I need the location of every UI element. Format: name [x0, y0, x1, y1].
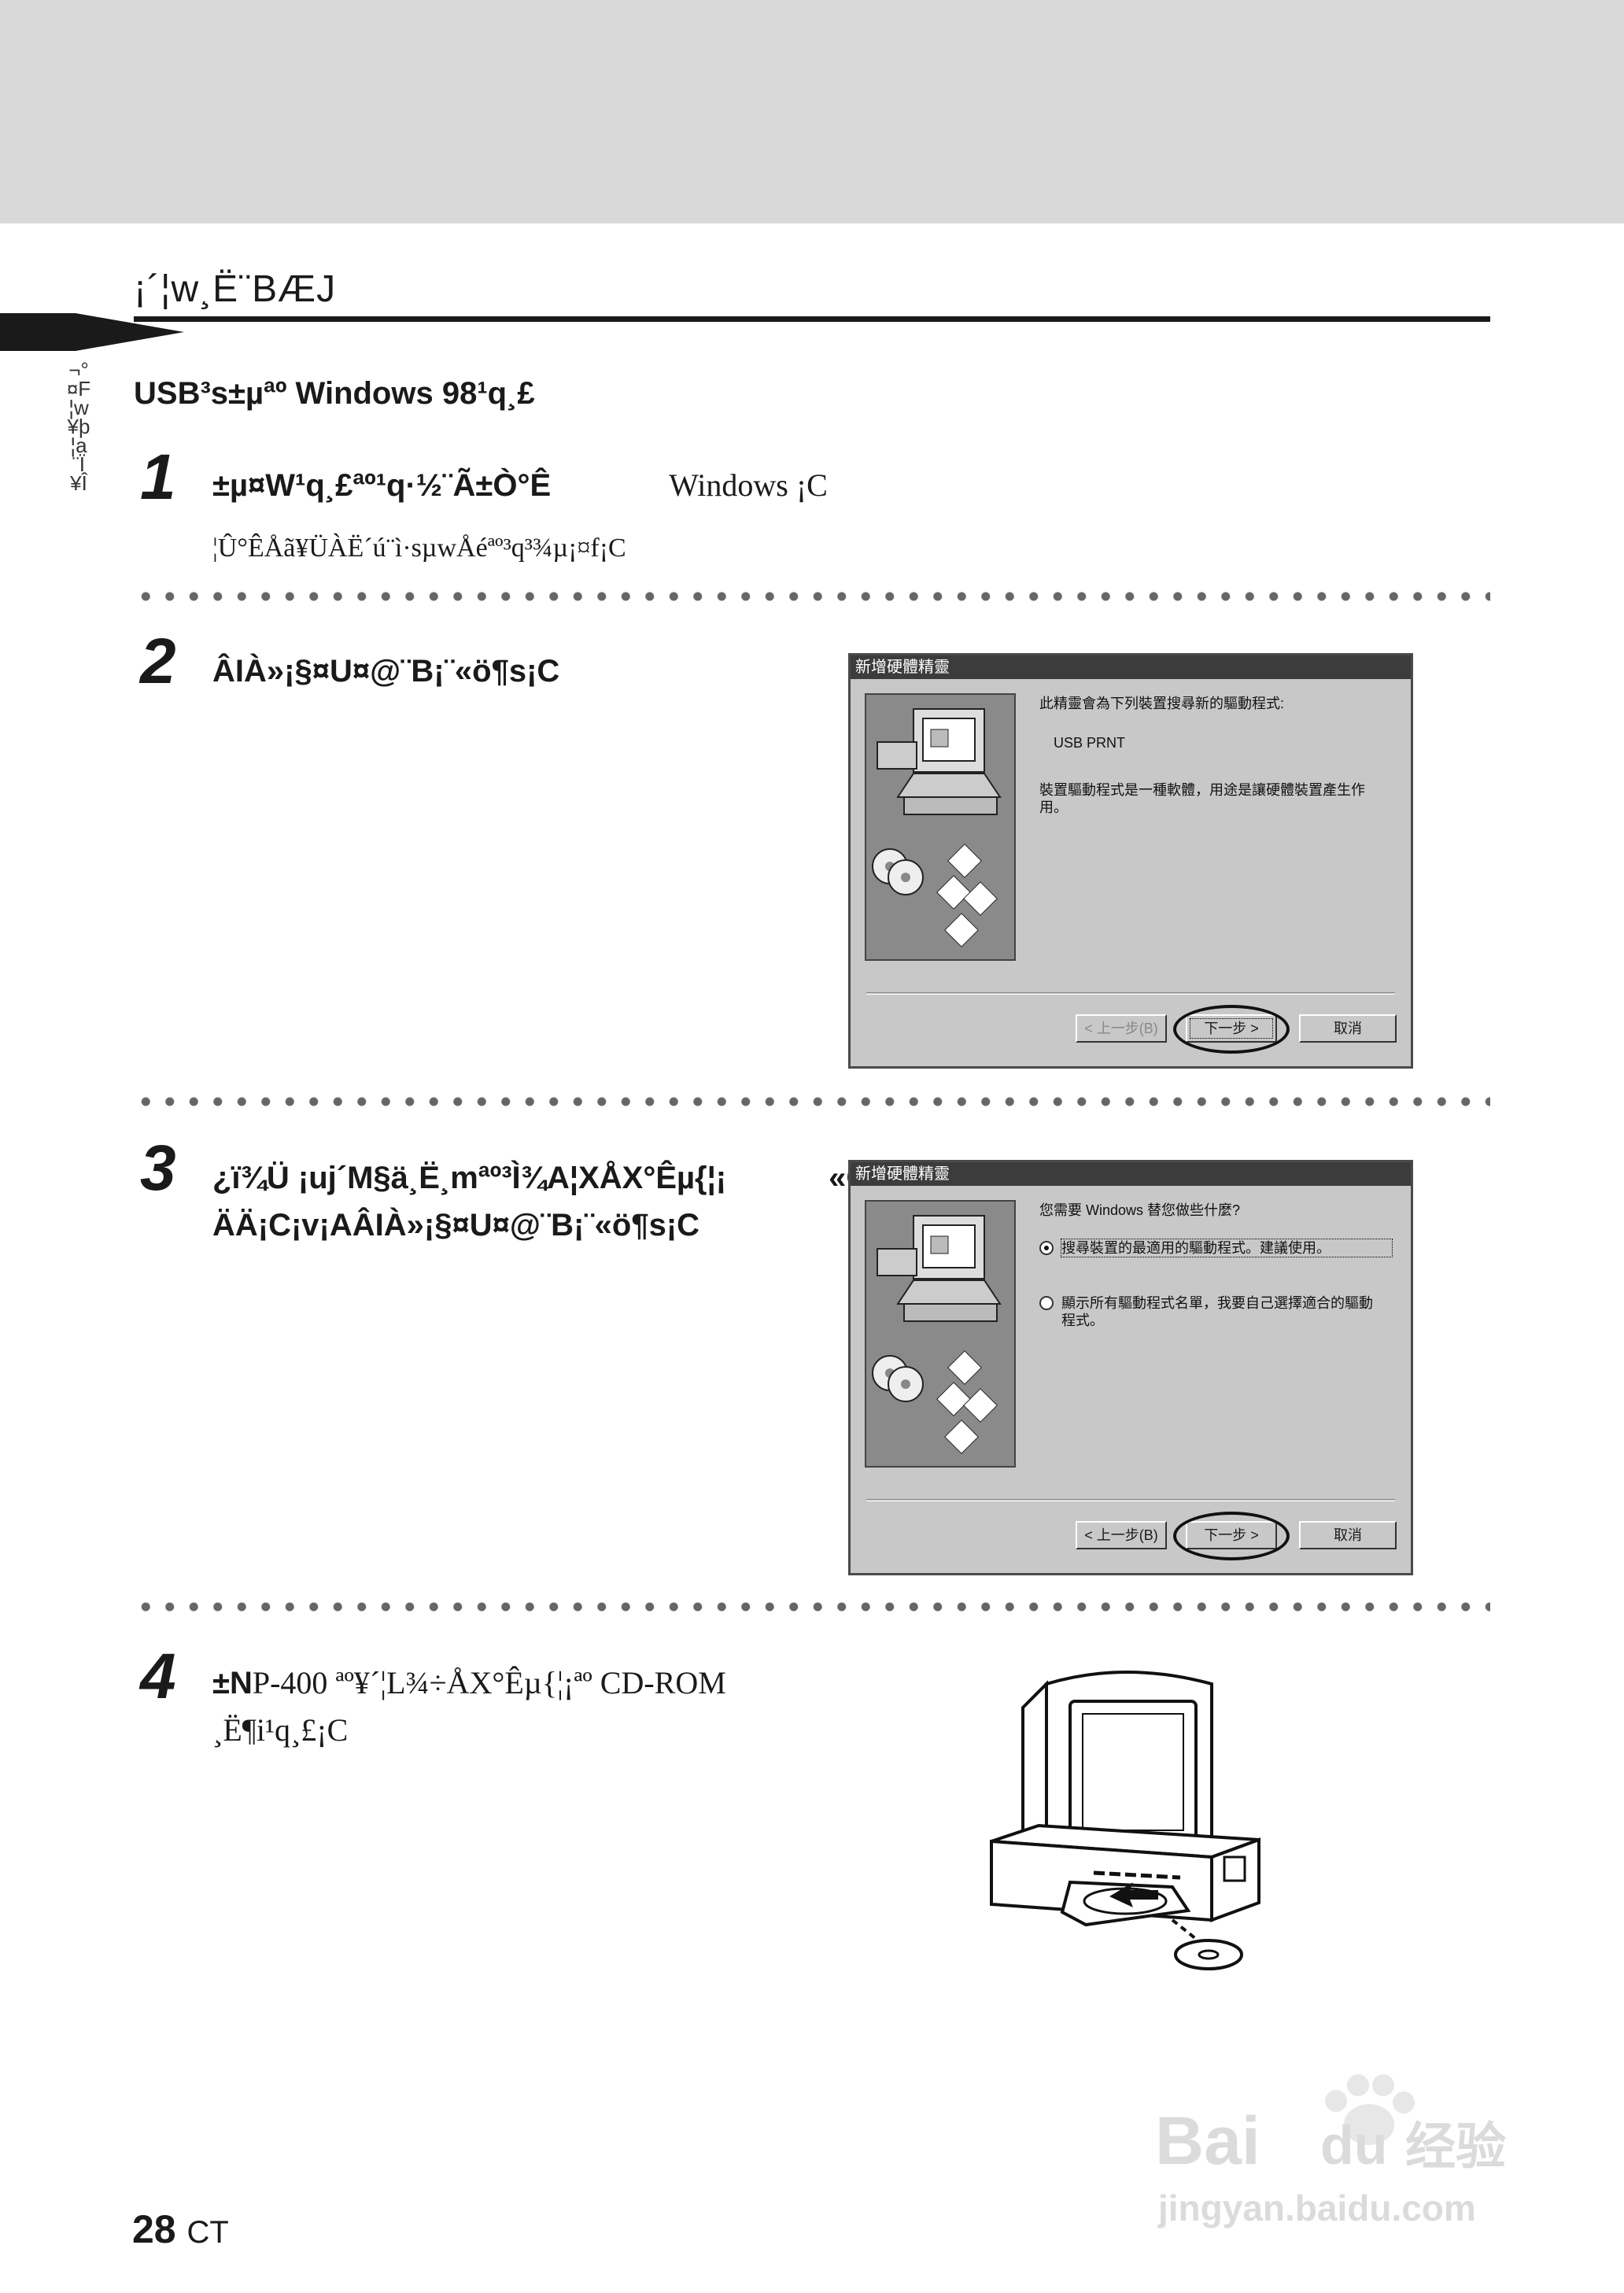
step-2-number: 2	[140, 626, 176, 697]
step-3-number: 3	[140, 1132, 176, 1204]
highlight-circle	[1173, 1512, 1290, 1560]
wizard-illustration	[865, 693, 1016, 961]
paw-icon	[1325, 2074, 1415, 2145]
dialog-title: 新增硬體精靈	[851, 1162, 1411, 1186]
wizard-dialog-2: 新增硬體精靈 您需要 Windows 替您做些什麼? 搜尋裝置的最適用的驅動程式…	[848, 1160, 1413, 1575]
step-3-text-line1: ¿ï¾Ü ¡uj´M§ä¸Ë¸mªº³Ì¾A¦XÅX°Êµ{¦¡ «Ø	[212, 1161, 870, 1195]
computer-cd-illustration	[990, 1671, 1260, 1970]
sub-heading: USB³s±µªº Windows 98¹q¸£	[134, 376, 535, 411]
dotted-divider	[134, 590, 1490, 603]
back-button[interactable]: < 上一步(B)	[1076, 1014, 1167, 1043]
option-search-driver-label[interactable]: 搜尋裝置的最適用的驅動程式。建議使用。	[1061, 1239, 1393, 1257]
back-button[interactable]: < 上一步(B)	[1076, 1521, 1167, 1549]
computer-disks-icon	[872, 708, 1002, 947]
step-3-text-line2: ÄÄ¡C¡v¡AÂIÀ»¡§¤U¤@¨B¡¨«ö¶s¡C	[212, 1208, 700, 1243]
step-1-number: 1	[140, 441, 176, 513]
dotted-divider	[134, 1095, 1490, 1108]
heading-rule	[134, 316, 1490, 322]
highlight-circle	[1173, 1005, 1290, 1054]
dialog-separator	[866, 992, 1395, 995]
computer-disks-icon	[872, 1215, 1002, 1454]
step-4-text-line2: ¸Ë¶i¹q¸£¡C	[212, 1712, 349, 1748]
watermark-brand-du: du	[1320, 2114, 1388, 2176]
step-1-note: ¦Û°ÊÅã¥ÜÀË´ú¨ì·sµwÅéªº³q³¾µ¡¤f¡C	[212, 534, 626, 563]
section-heading: ¡´¦w¸Ë¨BÆJ	[134, 268, 337, 310]
cancel-button[interactable]: 取消	[1299, 1014, 1397, 1043]
watermark-brand-cn: 经验	[1405, 2118, 1506, 2175]
step-4-number: 4	[140, 1641, 176, 1712]
step-4-text-line1: ±NP-400 ªº¥´¦L¾÷ÅX°Êµ{¦¡ªº CD-ROM	[212, 1665, 726, 1700]
device-name: USB PRNT	[1054, 735, 1126, 751]
radio-search-driver[interactable]	[1039, 1241, 1054, 1255]
baidu-watermark: Bai du 经验 jingyan.baidu.com	[1155, 2074, 1506, 2228]
dialog-separator	[866, 1499, 1395, 1501]
side-label: ¬° ¤F ¦w ¥þ ¦a ¨Ï ¥Î	[66, 358, 91, 495]
watermark-brand-latin: Bai	[1155, 2103, 1260, 2179]
wizard-illustration	[865, 1200, 1016, 1468]
dialog-info-text: 裝置驅動程式是一種軟體，用途是讓硬體裝置產生作用。	[1039, 782, 1365, 815]
dialog-question: 您需要 Windows 替您做些什麼?	[1039, 1202, 1241, 1218]
side-tab-arrow	[76, 313, 184, 351]
cancel-button[interactable]: 取消	[1299, 1521, 1397, 1549]
wizard-dialog-1: 新增硬體精靈 此精靈會為下列裝置搜尋新的驅動程式: USB PRNT 裝置驅動程…	[848, 653, 1413, 1069]
dotted-divider	[134, 1601, 1490, 1613]
side-tab	[0, 313, 76, 351]
step-1-text: ±µ¤W¹q¸£ªº¹q·½¨Ã±Ò°Ê Windows ¡C	[212, 467, 828, 503]
radio-show-list[interactable]	[1039, 1296, 1054, 1310]
watermark-url: jingyan.baidu.com	[1157, 2188, 1476, 2228]
header-band	[0, 0, 1624, 223]
option-show-list-label[interactable]: 顯示所有驅動程式名單，我要自己選擇適合的驅動程式。	[1061, 1295, 1373, 1328]
step-2-text: ÂIÀ»¡§¤U¤@¨B¡¨«ö¶s¡C	[212, 654, 560, 689]
dialog-title: 新增硬體精靈	[851, 655, 1411, 679]
page-number: 28 CT	[132, 2207, 229, 2251]
dialog-intro-text: 此精靈會為下列裝置搜尋新的驅動程式:	[1039, 696, 1284, 711]
